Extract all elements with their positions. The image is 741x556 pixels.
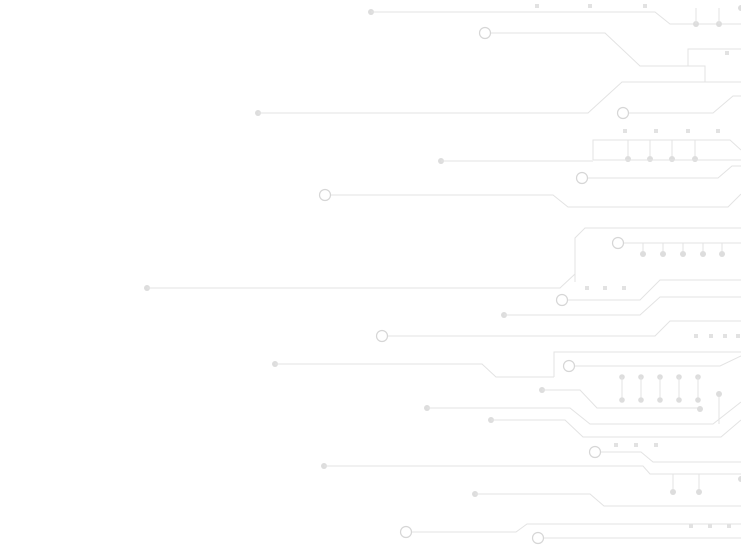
circuit-square-pad — [725, 51, 729, 55]
circuit-square-pad — [654, 129, 658, 133]
circuit-via-ring — [588, 445, 602, 459]
circuit-trace — [629, 95, 741, 114]
circuit-square-pad — [643, 4, 647, 8]
circuit-via-ring — [611, 236, 625, 250]
circuit-via-ring — [318, 188, 332, 202]
circuit-pad-dot — [697, 406, 703, 412]
circuit-pad-dot — [716, 391, 722, 397]
circuit-trace — [568, 279, 741, 301]
circuit-square-pad — [614, 443, 618, 447]
circuit-square-pad — [689, 524, 693, 528]
circuit-trace — [601, 451, 741, 463]
circuit-square-pad — [709, 334, 713, 338]
circuit-pad-dot — [638, 397, 644, 403]
circuit-pad-dot — [660, 251, 666, 257]
circuit-via-ring — [555, 293, 569, 307]
circuit-square-pad — [535, 4, 539, 8]
circuit-pad-dot — [670, 489, 676, 495]
circuit-trace — [427, 401, 741, 425]
circuit-square-pad — [727, 524, 731, 528]
circuit-pad-dot — [738, 5, 741, 11]
circuit-pad-dot — [696, 489, 702, 495]
circuit-square-pad — [723, 334, 727, 338]
circuit-via-ring — [575, 171, 589, 185]
circuit-trace — [553, 351, 741, 377]
circuit-pad-dot — [647, 156, 653, 162]
circuit-pad-dot — [669, 156, 675, 162]
circuit-trace — [592, 139, 741, 160]
circuit-square-pad — [708, 524, 712, 528]
circuit-via-ring — [399, 525, 413, 539]
circuit-square-pad — [654, 443, 658, 447]
circuit-square-pad — [694, 334, 698, 338]
circuit-trace — [688, 65, 741, 83]
circuit-square-pad — [736, 334, 740, 338]
circuit-trace — [331, 193, 741, 208]
circuit-pad-dot — [640, 251, 646, 257]
circuit-trace — [324, 465, 741, 475]
circuit-square-pad — [716, 129, 720, 133]
circuit-trace — [491, 32, 741, 67]
circuit-trace — [388, 320, 741, 337]
circuit-trace — [574, 227, 741, 282]
circuit-pad-dot — [719, 251, 725, 257]
circuit-trace — [475, 493, 741, 507]
circuit-pad-dot — [625, 156, 631, 162]
circuit-via-ring — [478, 26, 492, 40]
circuit-trace — [412, 523, 741, 533]
circuit-square-pad — [603, 286, 607, 290]
circuit-square-pad — [585, 286, 589, 290]
circuit-via-ring — [531, 531, 545, 545]
circuit-square-pad — [634, 443, 638, 447]
circuit-pad-dot — [676, 397, 682, 403]
circuit-pad-dot — [619, 397, 625, 403]
circuit-trace — [542, 389, 700, 409]
circuit-trace — [258, 81, 705, 114]
circuit-pad-dot — [700, 251, 706, 257]
circuit-pad-dot — [692, 156, 698, 162]
circuit-square-pad — [623, 129, 627, 133]
circuit-trace — [588, 165, 741, 179]
circuit-via-ring — [375, 329, 389, 343]
circuit-trace — [575, 355, 741, 367]
circuit-pad-dot — [738, 476, 741, 482]
circuit-trace — [275, 363, 554, 378]
circuit-trace — [491, 419, 741, 438]
circuit-via-ring — [562, 359, 576, 373]
circuit-trace — [504, 296, 741, 316]
circuit-square-pad — [622, 286, 626, 290]
circuit-square-pad — [588, 4, 592, 8]
circuit-trace — [147, 273, 576, 289]
circuit-pad-dot — [695, 397, 701, 403]
circuit-trace — [371, 11, 741, 25]
circuit-pad-dot — [680, 251, 686, 257]
circuit-square-pad — [686, 129, 690, 133]
circuit-via-ring — [616, 106, 630, 120]
circuit-pad-dot — [657, 397, 663, 403]
